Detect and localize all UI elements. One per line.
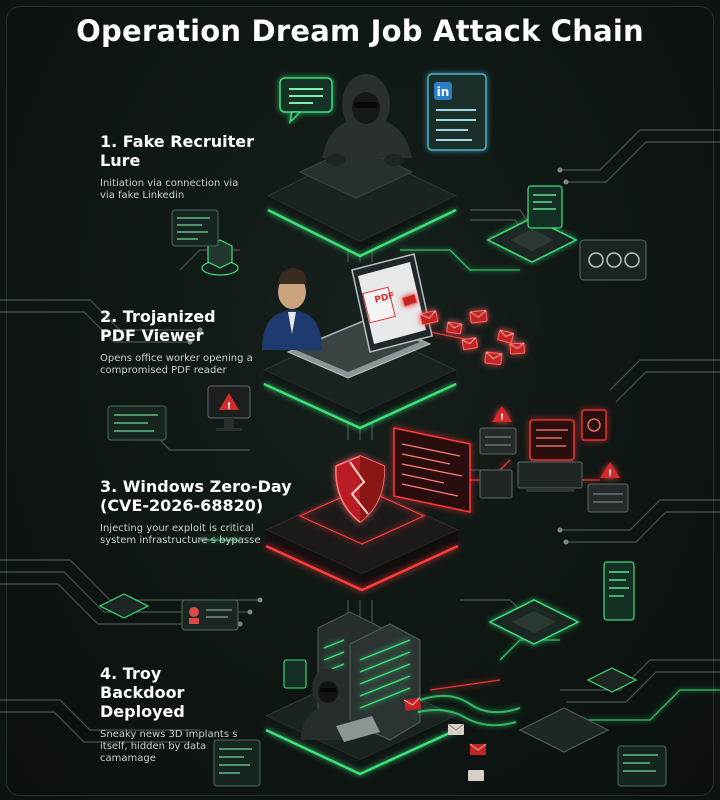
step-1-description: Initiation via connection via via fake L… — [100, 178, 239, 201]
step-2-label: 2. Trojanized PDF Viewer — [100, 307, 216, 345]
stage-1-platform — [266, 74, 458, 258]
green-panel-left-lower — [283, 659, 307, 689]
svg-text:!: ! — [227, 401, 232, 412]
terminal-panel-bottom-right — [617, 745, 667, 787]
stage-3-platform — [264, 485, 460, 592]
id-card-icon — [181, 599, 239, 631]
cube-icon — [201, 239, 239, 276]
hacker-figure — [300, 668, 380, 742]
data-exfiltration-stream — [417, 694, 521, 727]
processor-chip-lower — [488, 599, 580, 645]
pdf-icon: PDF — [374, 291, 396, 306]
step-4-label: 4. Troy Backdoor Deployed — [100, 664, 185, 721]
green-panel-right — [603, 561, 635, 621]
step-3-description: Injecting your exploit is critical syste… — [100, 523, 261, 546]
step-1: 1. Fake Recruiter Lure Initiation via co… — [100, 132, 270, 202]
step-1-label: 1. Fake Recruiter Lure — [100, 132, 255, 170]
warning-monitor-left: ! — [207, 385, 251, 431]
chip-left-small — [98, 593, 150, 619]
chip-right-small — [586, 667, 638, 693]
envelope-icons-lower — [403, 697, 487, 781]
linkedin-document: in — [427, 73, 487, 151]
control-panel-icon — [579, 239, 647, 281]
broken-shield-icon — [335, 455, 385, 523]
step-2-description: Opens office worker opening a compromise… — [100, 353, 253, 376]
green-data-trails — [200, 249, 720, 721]
green-panel-small — [527, 185, 563, 229]
circuit-nodes — [187, 167, 569, 627]
processor-chip-icon — [486, 217, 578, 263]
malicious-mail-icons — [401, 293, 526, 366]
chip-bottom-right — [518, 707, 610, 753]
terminal-panel-left — [171, 209, 219, 247]
server-rack-icon — [317, 611, 421, 741]
svg-text:!: ! — [500, 413, 504, 423]
step-3: 3. Windows Zero-Day (CVE-2026-68820) Inj… — [100, 477, 292, 547]
office-worker-avatar — [262, 268, 322, 350]
svg-text:!: ! — [608, 469, 612, 479]
page-title: Operation Dream Job Attack Chain — [76, 14, 644, 48]
exploit-code-panel — [393, 427, 471, 513]
terminal-panel-bottom-left — [213, 739, 261, 787]
step-4-description: Sneaky news 3D implants s itself, hidden… — [100, 729, 238, 764]
step-4: 4. Troy Backdoor Deployed Sneaky news 3D… — [100, 664, 270, 765]
linkedin-icon: in — [437, 85, 450, 99]
step-2: 2. Trojanized PDF Viewer Opens office wo… — [100, 307, 270, 377]
terminal-panel-left-2 — [107, 405, 167, 441]
compromised-servers-cluster: ! ! — [479, 406, 629, 513]
chat-bubble-icon — [279, 77, 333, 125]
step-3-label: 3. Windows Zero-Day (CVE-2026-68820) — [100, 477, 292, 515]
laptop-icon: PDF — [286, 253, 433, 379]
